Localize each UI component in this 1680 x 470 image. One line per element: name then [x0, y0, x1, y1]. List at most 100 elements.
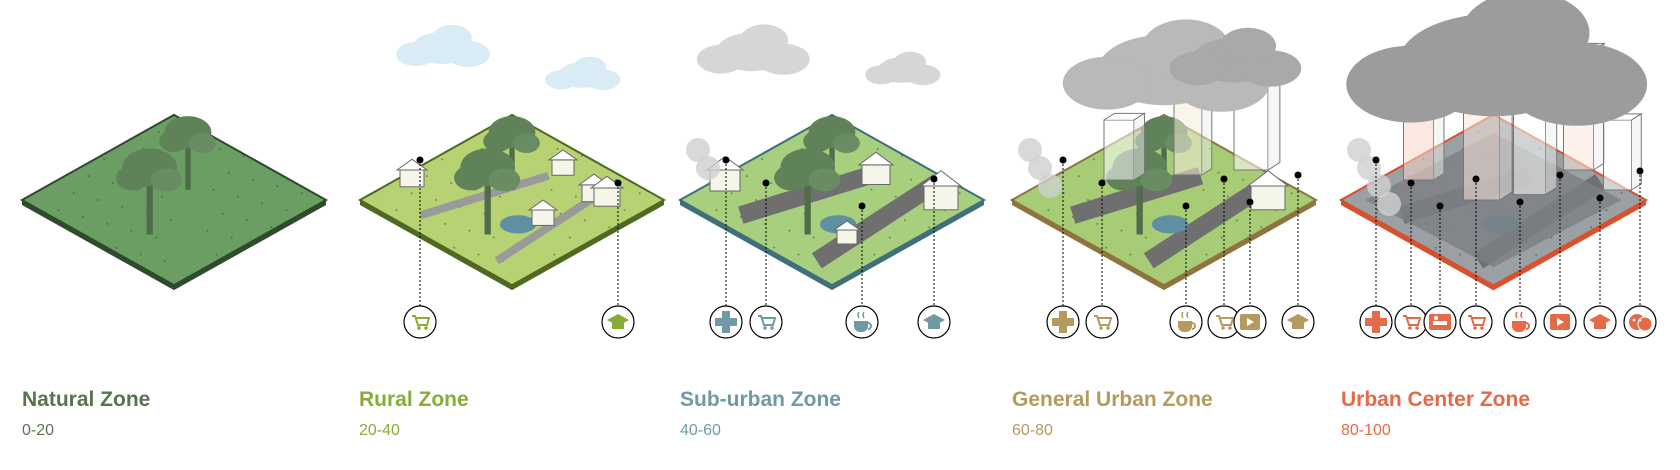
ground-speck [812, 236, 815, 239]
tree-canopy [774, 165, 808, 191]
ground-speck [276, 185, 279, 188]
ground-speck [1129, 253, 1132, 256]
ground-speck [553, 253, 556, 256]
ground-speck [1093, 158, 1096, 161]
ground-speck [450, 181, 453, 184]
ground-speck [112, 181, 115, 184]
ground-speck [888, 236, 891, 239]
cloud-puff [1169, 51, 1226, 86]
ground-speck [745, 175, 748, 178]
marker-ring [1394, 305, 1428, 339]
ground-speck [1290, 192, 1293, 195]
zone-range: 0-20 [22, 422, 55, 439]
ground-speck [556, 147, 559, 150]
coffee-cup-icon [1178, 311, 1196, 332]
amenity-marker [1423, 202, 1457, 339]
cloud-puff [740, 24, 788, 56]
zone-range: 20-40 [359, 422, 400, 439]
ground-speck [1260, 226, 1263, 229]
amenity-marker [1503, 198, 1537, 339]
shopping-cart-icon [1468, 315, 1487, 330]
zone-name: Sub-urban Zone [680, 388, 841, 411]
cloud-puff [1346, 45, 1475, 123]
ground-speck [72, 192, 75, 195]
ground-speck [230, 236, 233, 239]
zone-label-suburban: Sub-urban Zone 40-60 [680, 388, 841, 440]
ground-speck [638, 192, 641, 195]
amenity-marker [1207, 175, 1241, 339]
ground-speck [559, 212, 562, 215]
ground-speck [1220, 236, 1223, 239]
ground-speck [218, 147, 221, 150]
ground-speck [1096, 222, 1099, 225]
zone-label-general-urban: General Urban Zone 60-80 [1012, 388, 1213, 440]
tree-canopy [483, 130, 512, 153]
road [811, 174, 944, 269]
cloud-puff [1220, 27, 1276, 65]
ground-speck [435, 199, 437, 201]
ground-speck [1144, 236, 1147, 239]
house [593, 187, 621, 207]
ground-speck [1535, 253, 1538, 256]
road [1143, 174, 1276, 269]
house [531, 209, 555, 226]
house [551, 159, 575, 176]
ground-speck [870, 188, 873, 191]
ground-speck [894, 195, 897, 198]
ground-speck [1226, 195, 1229, 198]
zone-illustration [19, 113, 329, 291]
ground-speck [468, 229, 471, 232]
shopping-cart-icon [1216, 315, 1235, 330]
ground-speck [160, 195, 163, 198]
ground-speck [1120, 229, 1123, 232]
zone-range: 40-60 [680, 422, 721, 439]
ground-speck [206, 229, 209, 232]
ground-speck [115, 246, 118, 249]
ground-speck [903, 219, 906, 222]
building-side [1631, 112, 1642, 191]
ground-speck [21, 199, 23, 201]
amenity-marker [709, 156, 743, 339]
ground-speck [395, 209, 398, 212]
ground-speck [770, 181, 773, 184]
amenity-marker [1359, 156, 1393, 339]
film-icon [1240, 314, 1260, 330]
coffee-cup-icon [854, 311, 872, 332]
ground-speck [212, 188, 215, 191]
pond [499, 215, 537, 234]
ground-speck [130, 229, 133, 232]
cloud-puff [894, 51, 926, 73]
ground-speck [623, 209, 626, 212]
ground-speck [1077, 175, 1080, 178]
ground-speck [261, 202, 264, 205]
ground-speck [87, 175, 90, 178]
ground-speck [1376, 209, 1379, 212]
ground-speck [568, 236, 571, 239]
ground-speck [1105, 246, 1108, 249]
amenity-marker [1281, 171, 1315, 339]
smoke-puff [1377, 192, 1401, 216]
cloud-puff [1461, 0, 1590, 75]
ground-speck [900, 154, 903, 157]
ground-speck [1242, 178, 1245, 181]
ground-speck [242, 154, 245, 157]
cloud-puff [1062, 56, 1151, 110]
amenity-marker [1233, 198, 1267, 339]
zone-range: 60-80 [1012, 422, 1053, 439]
zone-label-urban-center: Urban Center Zone 80-100 [1341, 388, 1530, 440]
theater-masks-icon [1629, 314, 1653, 332]
ground-speck [583, 219, 586, 222]
house-roof [547, 149, 579, 161]
ground-speck [873, 253, 876, 256]
smoke-puff [1038, 174, 1062, 198]
tree-canopy [832, 133, 860, 153]
ground-speck [773, 246, 776, 249]
zone-illustration [677, 24, 987, 339]
building [1463, 99, 1500, 201]
ground-speck [270, 226, 273, 229]
ground-speck [425, 175, 428, 178]
ground-speck [441, 158, 444, 161]
shopping-cart-icon [758, 315, 777, 330]
tree-trunk [146, 171, 153, 235]
amenity-marker [1543, 171, 1577, 339]
